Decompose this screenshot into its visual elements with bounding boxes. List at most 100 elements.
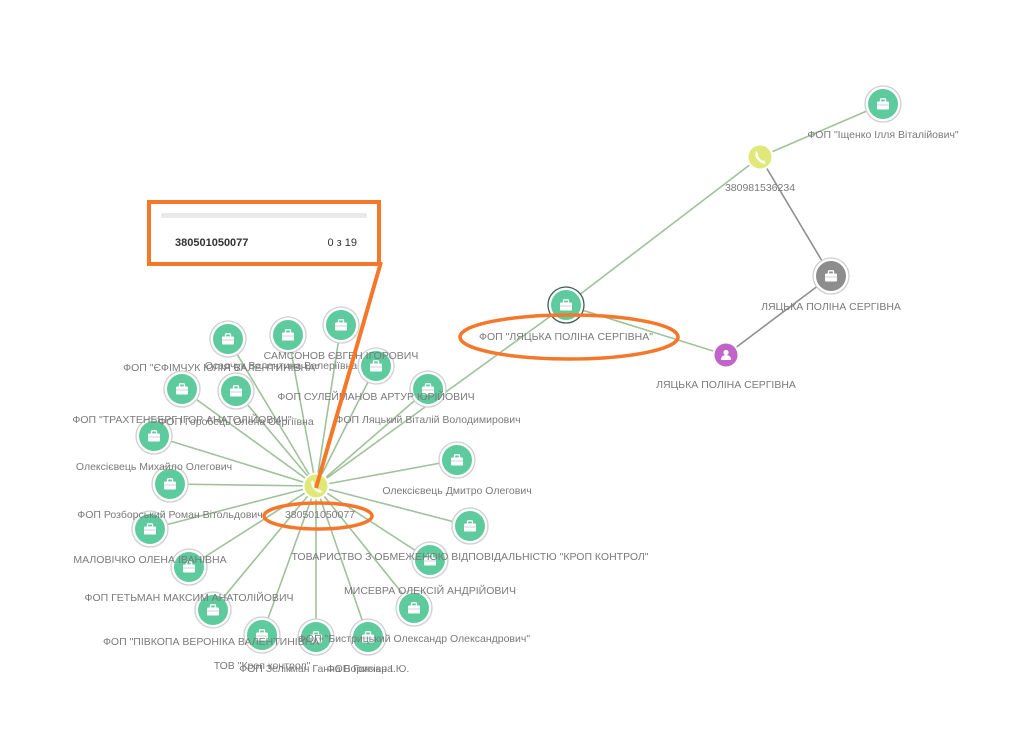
node-n13[interactable] xyxy=(411,541,449,579)
edge-hub-n9 xyxy=(315,459,458,487)
node-n19[interactable] xyxy=(349,618,387,656)
node-n7[interactable] xyxy=(409,370,447,408)
edge-ph2-ishch xyxy=(759,103,884,158)
briefcase-icon xyxy=(370,360,382,372)
edge-hub-n10 xyxy=(169,483,317,487)
briefcase-icon xyxy=(424,554,436,566)
node-grey[interactable] xyxy=(812,257,850,295)
briefcase-icon-body xyxy=(451,457,463,466)
node-label-n7: ФОП Ляцький Віталій Володимирович xyxy=(335,414,520,426)
phone-icon-glyph xyxy=(311,480,322,493)
node-n8[interactable] xyxy=(135,417,173,455)
briefcase-icon-handle xyxy=(284,329,292,334)
node-label-n9: Олексієвець Дмитро Олегович xyxy=(382,485,531,497)
briefcase-icon-handle xyxy=(879,98,887,103)
person-icon-body xyxy=(721,355,731,360)
briefcase-icon xyxy=(560,299,572,311)
node-n1[interactable] xyxy=(209,320,247,358)
node-n2[interactable] xyxy=(269,316,307,354)
edges-layer xyxy=(149,103,884,638)
node-label-n5: ФОП Горобець Олена Сергіївна xyxy=(158,416,314,428)
node-n15[interactable] xyxy=(395,589,433,627)
edge-hub-n4 xyxy=(181,388,317,487)
briefcase-icon xyxy=(256,629,268,641)
edge-hub-n6 xyxy=(315,365,377,487)
phone-icon-glyph xyxy=(755,151,766,164)
phone-tooltip: 380501050077 0 з 19 xyxy=(147,200,381,266)
node-label-grey: ЛЯЦЬКА ПОЛІНА СЕРГІВНА xyxy=(761,301,901,313)
node-n16[interactable] xyxy=(194,591,232,629)
edge-hub-n13 xyxy=(315,485,431,561)
briefcase-icon-handle xyxy=(426,554,434,559)
briefcase-icon-handle xyxy=(232,385,240,390)
node-n4[interactable] xyxy=(163,370,201,408)
briefcase-icon-body xyxy=(310,634,322,643)
node-label-fop_l: ФОП "ЛЯЦЬКА ПОЛІНА СЕРГІВНА" xyxy=(479,331,653,343)
briefcase-icon-body xyxy=(176,386,188,395)
phone-icon xyxy=(311,480,322,493)
edge-fop_l-ph2 xyxy=(565,156,761,306)
briefcase-icon-handle xyxy=(562,299,570,304)
edge-hub-n15 xyxy=(315,485,415,609)
briefcase-icon-body xyxy=(148,433,160,442)
briefcase-icon-body xyxy=(408,605,420,614)
node-label-n2: Осадчук Валентина Валеріївна xyxy=(205,360,358,372)
node-n17[interactable] xyxy=(243,616,281,654)
phone-node-circle xyxy=(746,143,774,171)
briefcase-icon xyxy=(310,631,322,643)
edge-grey-person xyxy=(725,275,832,356)
node-label-n8: Олексієвець Михайло Олегович xyxy=(76,461,232,473)
node-label-n6: ФОП СУЛЕЙМАНОВ АРТУР ЮРІЙОВИЧ xyxy=(277,390,474,403)
briefcase-icon xyxy=(183,561,195,573)
node-n18[interactable] xyxy=(297,618,335,656)
briefcase-icon xyxy=(335,319,347,331)
briefcase-icon-handle xyxy=(209,604,217,609)
node-n12[interactable] xyxy=(131,510,169,548)
briefcase-icon-handle xyxy=(178,383,186,388)
node-ishch[interactable] xyxy=(864,85,902,123)
briefcase-icon-body xyxy=(370,363,382,372)
edge-hub-n11 xyxy=(315,485,471,527)
node-label-ph2: 380981536234 xyxy=(725,182,795,194)
node-n6[interactable] xyxy=(357,347,395,385)
node-ph2[interactable] xyxy=(746,143,774,171)
tooltip-header-bar xyxy=(161,213,367,218)
briefcase-icon-handle xyxy=(150,430,158,435)
briefcase-icon-handle xyxy=(466,520,474,525)
briefcase-icon-body xyxy=(362,634,374,643)
briefcase-icon xyxy=(176,383,188,395)
briefcase-icon-handle xyxy=(372,360,380,365)
briefcase-icon xyxy=(148,430,160,442)
briefcase-icon xyxy=(362,631,374,643)
node-person[interactable] xyxy=(712,341,740,369)
briefcase-icon-handle xyxy=(410,602,418,607)
briefcase-icon xyxy=(451,454,463,466)
edge-hub-n1 xyxy=(227,338,317,487)
briefcase-icon-handle xyxy=(166,478,174,483)
node-label-n1: ФОП "ЄФІМЧУК ЮЛІЯ ВАЛЕНТИНІВНА" xyxy=(123,362,319,374)
briefcase-icon-body xyxy=(422,386,434,395)
briefcase-icon-body xyxy=(207,607,219,616)
person-icon-head xyxy=(723,349,729,356)
briefcase-icon-handle xyxy=(185,561,193,566)
highlight-ellipse-fop xyxy=(458,313,680,361)
briefcase-icon-handle xyxy=(312,631,320,636)
node-fop_l[interactable] xyxy=(547,286,585,324)
briefcase-icon-body xyxy=(424,557,436,566)
node-label-n13: МИСЕВРА ОЛЕКСІЙ АНДРІЙОВИЧ xyxy=(344,584,516,597)
node-n11[interactable] xyxy=(451,507,489,545)
briefcase-icon-body xyxy=(144,526,156,535)
briefcase-icon xyxy=(877,98,889,110)
node-n5[interactable] xyxy=(217,372,255,410)
edge-hub-n16 xyxy=(212,485,317,611)
node-n9[interactable] xyxy=(438,441,476,479)
edge-hub-n17 xyxy=(261,485,317,636)
node-label-n4: ФОП "ТРАХТЕНБЕРГ ІГОР АНАТОЛІЙОВИЧ" xyxy=(72,413,291,426)
node-n14[interactable] xyxy=(170,548,208,586)
highlight-ellipse-hub xyxy=(262,501,374,531)
edge-hub-n5 xyxy=(235,390,317,487)
briefcase-icon xyxy=(422,383,434,395)
node-n3[interactable] xyxy=(322,306,360,344)
node-n10[interactable] xyxy=(151,465,189,503)
